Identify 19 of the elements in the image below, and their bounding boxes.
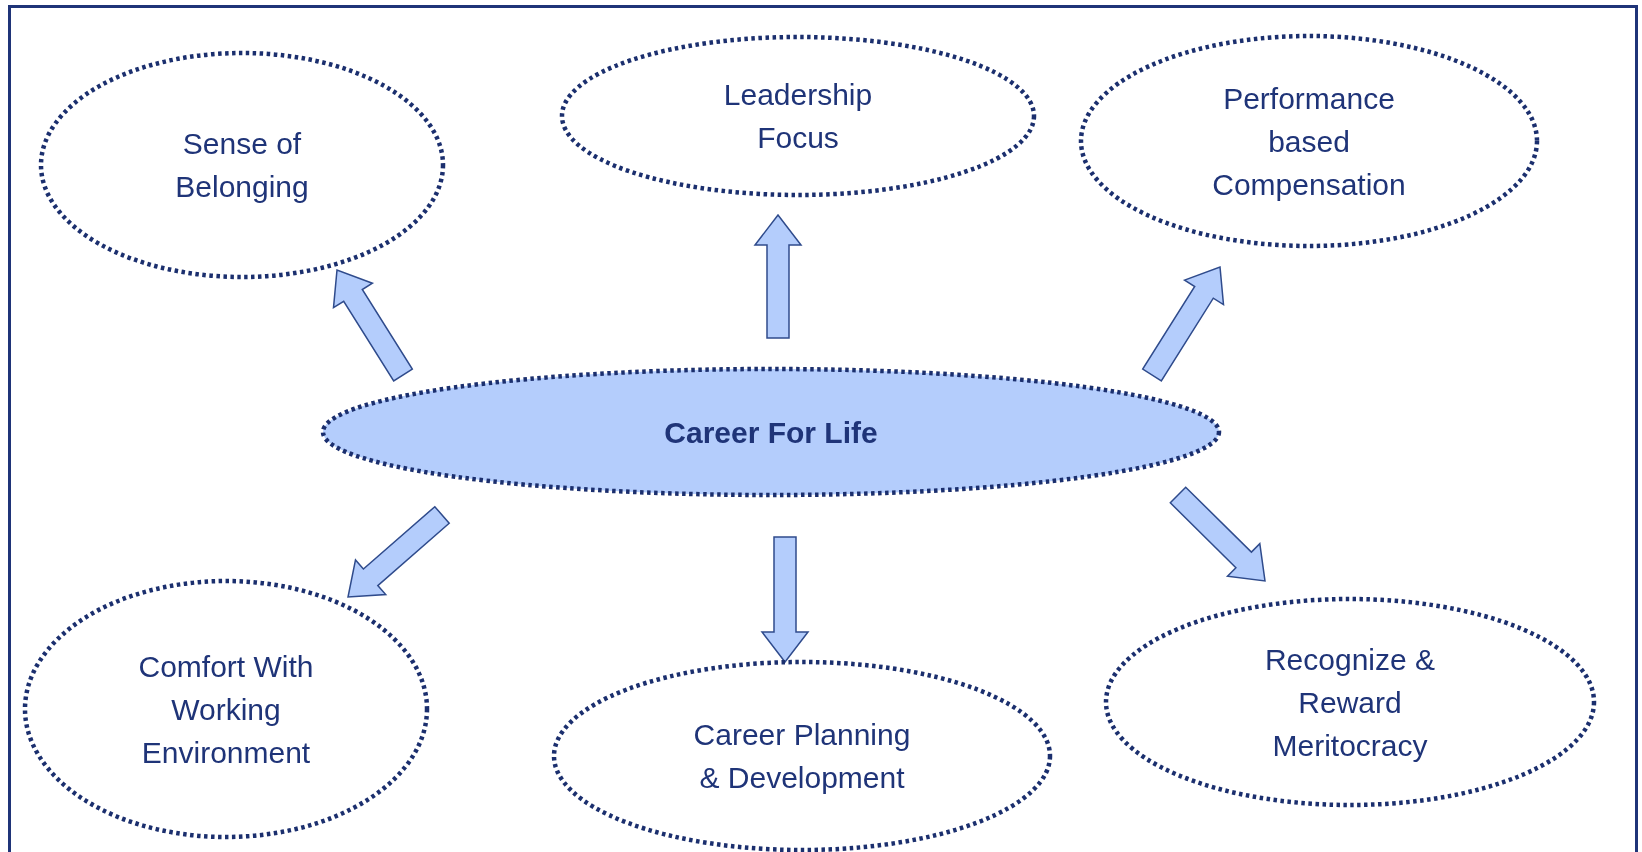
node-text: Career For Life: [664, 414, 878, 451]
dotted-ellipse: [22, 578, 430, 840]
dotted-ellipse: [320, 366, 1222, 498]
dotted-ellipse: [559, 34, 1037, 198]
node-text: Performance based Compensation: [1211, 80, 1407, 203]
node-text: Sense of Belonging: [174, 126, 310, 205]
block-arrow: [760, 536, 810, 664]
node-text: Recognize & Reward Meritocracy: [1263, 641, 1437, 764]
dotted-ellipse: [1103, 596, 1597, 808]
block-arrow: [332, 268, 414, 382]
block-arrow: [347, 505, 451, 598]
node-text: Comfort With Working Environment: [137, 648, 315, 771]
node-text: Leadership Focus: [722, 77, 874, 156]
dotted-ellipse: [38, 50, 446, 280]
node-text: Career Planning & Development: [692, 717, 912, 796]
block-arrow: [753, 213, 803, 339]
block-arrow: [1169, 486, 1266, 582]
dotted-ellipse: [1078, 33, 1540, 249]
block-arrow: [1141, 265, 1225, 382]
